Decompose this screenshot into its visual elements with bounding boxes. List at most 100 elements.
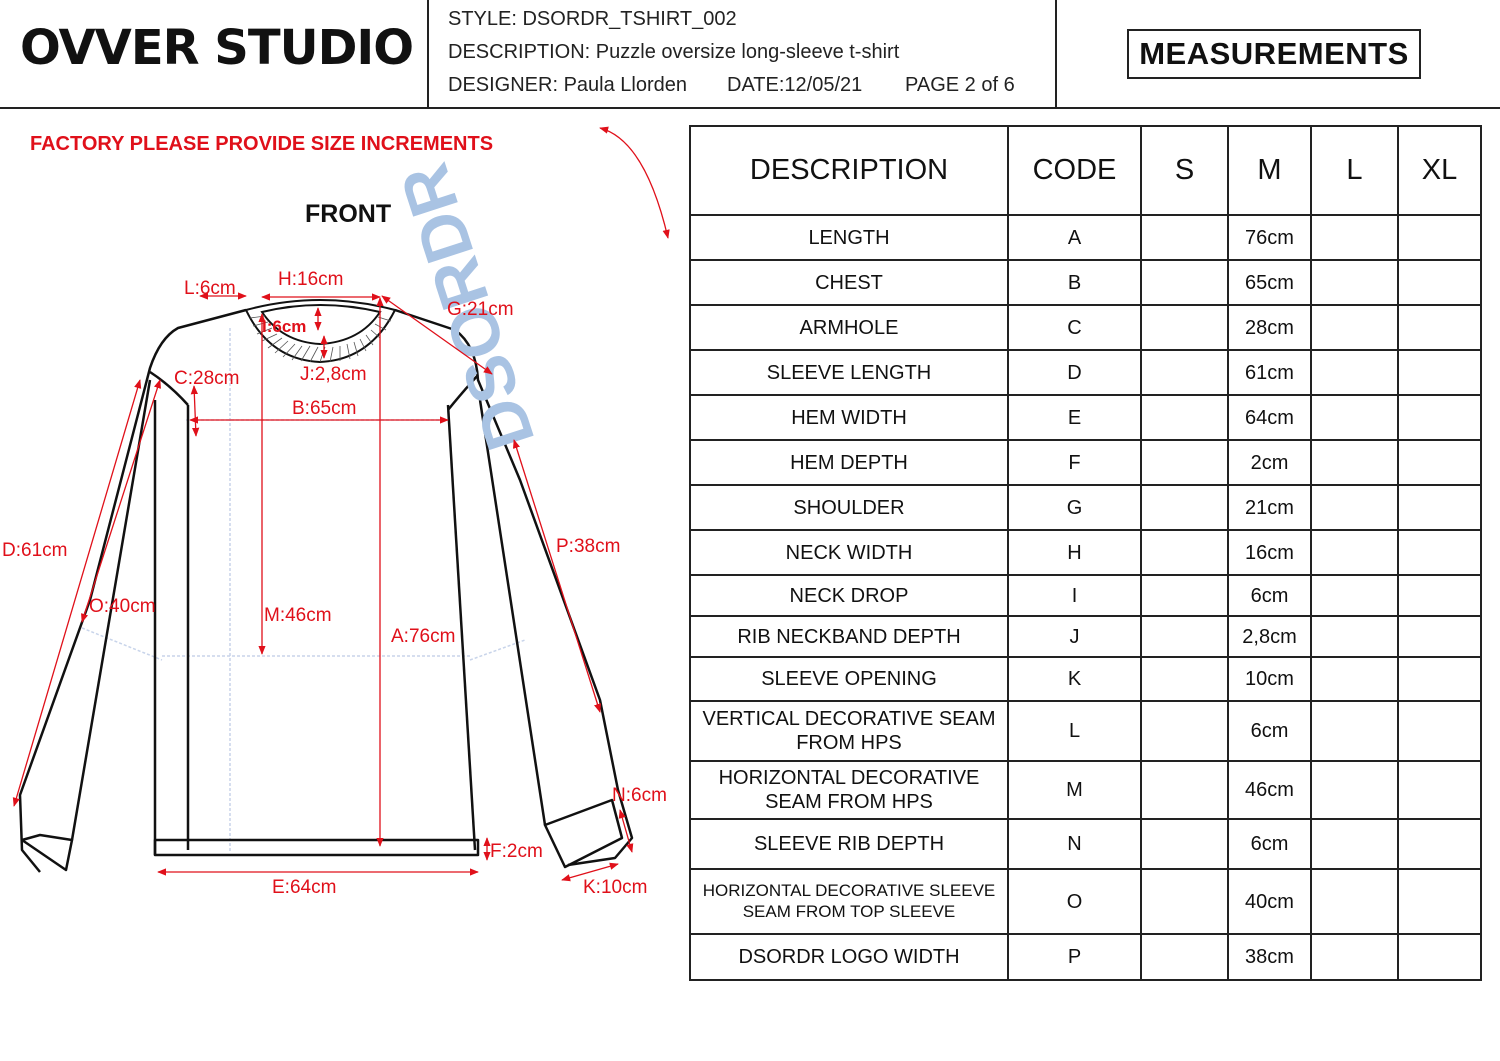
cell-size-s [1140,394,1229,441]
brand-logo: OVVER STUDIO [20,20,414,76]
cell-code: D [1007,349,1142,396]
cell-size-xl [1397,868,1482,935]
col-header-code: CODE [1007,125,1142,216]
description-field: DESCRIPTION: Puzzle oversize long-sleeve… [448,41,900,63]
cell-size-l [1310,439,1399,486]
cell-description: ARMHOLE [689,304,1009,351]
cell-code: B [1007,259,1142,306]
label-O: O:40cm [89,596,156,617]
cell-size-m: 10cm [1227,656,1312,702]
cell-code: M [1007,760,1142,820]
cell-description: NECK DROP [689,574,1009,617]
shirt-outline [18,308,634,873]
cell-size-s [1140,700,1229,762]
cell-size-l [1310,933,1399,981]
cell-size-m: 6cm [1227,818,1312,870]
cell-size-xl [1397,933,1482,981]
label-A: A:76cm [391,626,456,647]
cell-size-xl [1397,760,1482,820]
cell-size-xl [1397,394,1482,441]
cell-code: F [1007,439,1142,486]
col-header-description: DESCRIPTION [689,125,1009,216]
cell-size-m: 2cm [1227,439,1312,486]
cell-size-xl [1397,656,1482,702]
cell-size-l [1310,760,1399,820]
col-header-size-xl: XL [1397,125,1482,216]
label-C: C:28cm [174,368,240,389]
label-I: I:6cm [262,317,307,336]
cell-size-s [1140,868,1229,935]
label-G: G:21cm [447,299,514,320]
cell-code: P [1007,933,1142,981]
cell-code: N [1007,818,1142,870]
date-field: DATE:12/05/21 [727,74,863,96]
cell-size-l [1310,304,1399,351]
cell-size-m: 64cm [1227,394,1312,441]
cell-size-s [1140,574,1229,617]
cell-description: SHOULDER [689,484,1009,531]
cell-size-m: 28cm [1227,304,1312,351]
cell-size-s [1140,529,1229,576]
col-header-size-m: M [1227,125,1312,216]
cell-description: HORIZONTAL DECORATIVE SEAM FROM HPS [689,760,1009,820]
cell-description: DSORDR LOGO WIDTH [689,933,1009,981]
cell-description: HORIZONTAL DECORATIVE SLEEVE SEAM FROM T… [689,868,1009,935]
cell-size-m: 76cm [1227,214,1312,261]
header-divider-1 [427,0,429,108]
cell-size-s [1140,760,1229,820]
cell-description: HEM DEPTH [689,439,1009,486]
cell-size-xl [1397,615,1482,658]
cell-size-l [1310,615,1399,658]
label-K: K:10cm [583,877,648,898]
cell-size-l [1310,574,1399,617]
cell-code: A [1007,214,1142,261]
cell-size-xl [1397,700,1482,762]
cell-code: G [1007,484,1142,531]
cell-size-s [1140,484,1229,531]
page-number: PAGE 2 of 6 [905,74,1015,96]
cell-size-m: 61cm [1227,349,1312,396]
cell-size-s [1140,656,1229,702]
cell-size-m: 40cm [1227,868,1312,935]
col-header-size-l: L [1310,125,1399,216]
cell-size-l [1310,259,1399,306]
label-H: H:16cm [278,269,344,290]
cell-size-l [1310,349,1399,396]
cell-description: VERTICAL DECORATIVE SEAM FROM HPS [689,700,1009,762]
header-divider-2 [1055,0,1057,108]
label-N: N:6cm [612,785,667,806]
label-D: D:61cm [2,540,68,561]
label-J: J:2,8cm [300,364,367,385]
factory-note: FACTORY PLEASE PROVIDE SIZE INCREMENTS [30,133,494,155]
cell-size-s [1140,818,1229,870]
cell-size-xl [1397,818,1482,870]
cell-size-m: 16cm [1227,529,1312,576]
table-header-row: DESCRIPTION CODE S M L XL [689,125,1482,216]
cell-size-l [1310,484,1399,531]
cell-size-xl [1397,304,1482,351]
cell-code: K [1007,656,1142,702]
cell-size-xl [1397,349,1482,396]
cell-size-m: 65cm [1227,259,1312,306]
cell-description: RIB NECKBAND DEPTH [689,615,1009,658]
label-P: P:38cm [556,536,621,557]
header-bottom-rule [0,107,1500,109]
label-M: M:46cm [264,605,332,626]
cell-size-xl [1397,439,1482,486]
cell-size-xl [1397,484,1482,531]
cell-size-s [1140,349,1229,396]
cell-code: J [1007,615,1142,658]
cell-description: NECK WIDTH [689,529,1009,576]
cell-description: SLEEVE OPENING [689,656,1009,702]
cell-size-m: 6cm [1227,700,1312,762]
